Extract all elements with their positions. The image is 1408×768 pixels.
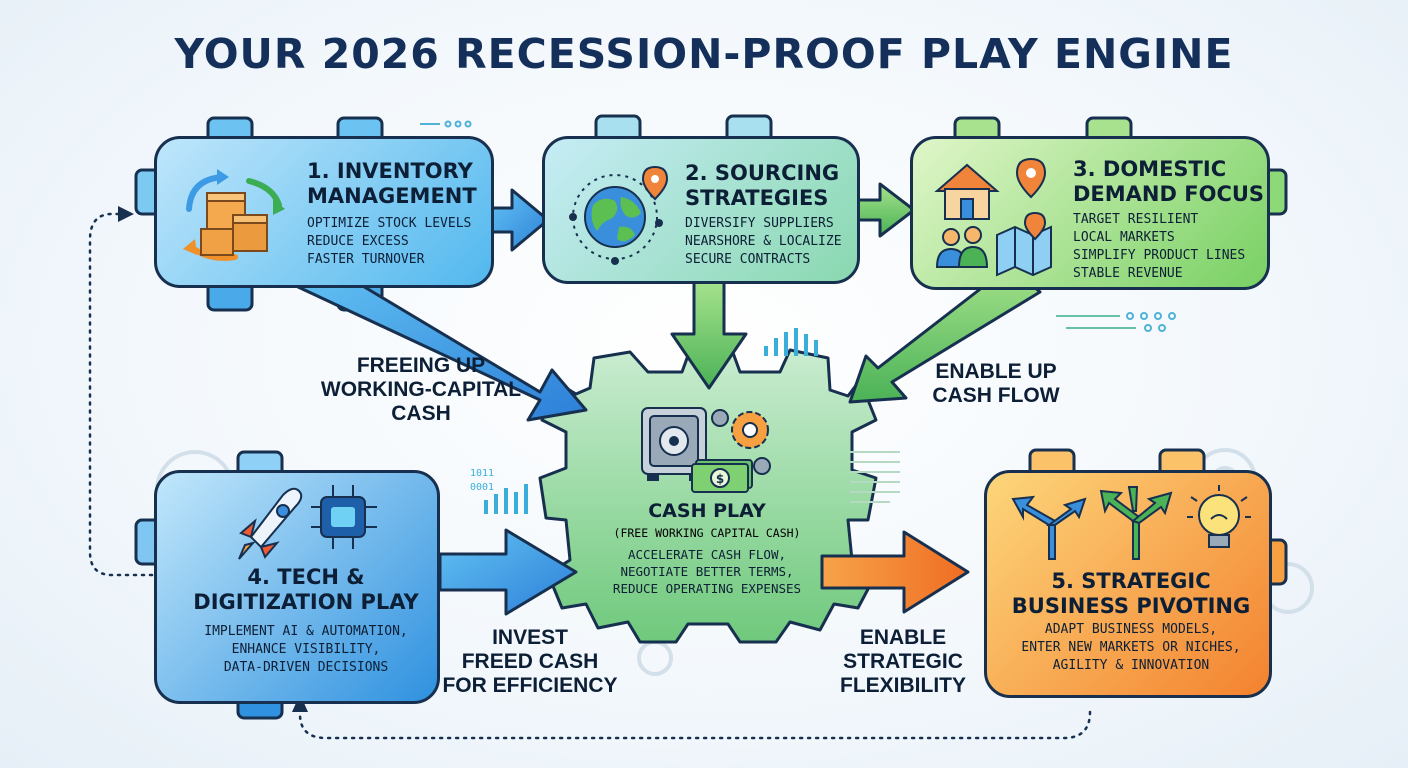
pivot-item: ENTER NEW MARKETS OR NICHES, — [1021, 640, 1241, 655]
card-sourcing-strategies: 2. SOURCING STRATEGIES DIVERSIFY SUPPLIE… — [542, 136, 860, 284]
inventory-items: OPTIMIZE STOCK LEVELS REDUCE EXCESS FAST… — [307, 215, 471, 269]
split-arrows-icon — [1011, 486, 1173, 560]
tech-items: IMPLEMENT AI & AUTOMATION, ENHANCE VISIB… — [181, 623, 431, 677]
safe-icon — [641, 407, 707, 481]
lightbulb-icon — [1187, 485, 1251, 548]
loop-arrowhead-left — [118, 206, 134, 222]
inventory-item: REDUCE EXCESS — [307, 234, 409, 249]
inventory-heading-line2: MANAGEMENT — [307, 184, 477, 208]
flow-label-line: CASH FLOW — [932, 384, 1060, 407]
flow-label-freeing-cash: FREEING UP WORKING-CAPITAL CASH — [296, 354, 546, 426]
map-icon — [996, 211, 1052, 277]
flow-label-strategic-flexibility: ENABLE STRATEGIC FLEXIBILITY — [818, 626, 988, 698]
cash-subheading: (FREE WORKING CAPITAL CASH) — [613, 526, 801, 540]
card-domestic-demand-focus: 3. DOMESTIC DEMAND FOCUS TARGET RESILIEN… — [910, 136, 1270, 290]
location-pin-icon — [641, 165, 669, 201]
tech-heading-line1: 4. TECH & — [247, 565, 365, 589]
pivot-heading-line2: BUSINESS PIVOTING — [1011, 594, 1251, 618]
inventory-item: OPTIMIZE STOCK LEVELS — [307, 216, 472, 231]
svg-text:$: $ — [716, 472, 724, 486]
flow-label-line: WORKING-CAPITAL — [320, 378, 522, 401]
domestic-icon-group — [934, 157, 1052, 277]
sourcing-heading-line1: 2. SOURCING — [685, 161, 840, 185]
pivot-items: ADAPT BUSINESS MODELS, ENTER NEW MARKETS… — [997, 621, 1265, 675]
tech-item: IMPLEMENT AI & AUTOMATION, — [204, 624, 408, 639]
domestic-heading-line1: 3. DOMESTIC — [1073, 157, 1227, 181]
pivot-item: ADAPT BUSINESS MODELS, — [1044, 622, 1218, 637]
tech-item: DATA-DRIVEN DECISIONS — [223, 660, 389, 675]
cash-items: ACCELERATE CASH FLOW, NEGOTIATE BETTER T… — [576, 546, 838, 597]
sourcing-item: DIVERSIFY SUPPLIERS — [685, 216, 834, 231]
chip-icon — [311, 485, 377, 549]
domestic-item: TARGET RESILIENT — [1073, 212, 1199, 227]
sourcing-items: DIVERSIFY SUPPLIERS NEARSHORE & LOCALIZE… — [685, 215, 842, 269]
page-title: YOUR 2026 RECESSION-PROOF PLAY ENGINE — [174, 30, 1234, 78]
gear-icon — [711, 409, 771, 475]
pivot-item: AGILITY & INNOVATION — [1052, 658, 1210, 673]
sourcing-icon-group — [569, 165, 669, 265]
inventory-heading-line1: 1. INVENTORY — [307, 159, 473, 183]
flow-label-line: ENABLE — [859, 626, 947, 649]
cash-heading: CASH PLAY — [648, 500, 766, 522]
cash-item: ACCELERATE CASH FLOW, — [627, 547, 787, 562]
bar-decor — [484, 328, 818, 514]
tech-heading-line2: DIGITIZATION PLAY — [193, 590, 419, 614]
card-cash-play: $ CASH PLAY (FREE WORKING CAPITAL CASH) … — [576, 400, 838, 610]
money-icon: $ — [691, 459, 753, 493]
sourcing-item: NEARSHORE & LOCALIZE — [685, 234, 842, 249]
flow-label-line: STRATEGIC — [843, 650, 963, 673]
flow-label-line: FREEING UP — [356, 354, 486, 377]
tech-item: ENHANCE VISIBILITY, — [231, 642, 381, 657]
pivot-heading-line1: 5. STRATEGIC — [1051, 569, 1211, 593]
domestic-heading-line2: DEMAND FOCUS — [1073, 182, 1265, 206]
boxes-icon — [200, 192, 268, 256]
card-strategic-pivoting: 5. STRATEGIC BUSINESS PIVOTING ADAPT BUS… — [984, 470, 1272, 698]
cash-gear-shape — [538, 348, 878, 644]
inventory-icon-group — [183, 169, 285, 261]
domestic-item: LOCAL MARKETS — [1073, 230, 1175, 245]
domestic-items: TARGET RESILIENT LOCAL MARKETS SIMPLIFY … — [1073, 211, 1245, 283]
tech-icon-group — [238, 485, 377, 560]
flow-label-line: CASH — [391, 402, 451, 425]
decor-dots — [420, 120, 1176, 503]
card-tech-digitization: 4. TECH & DIGITIZATION PLAY IMPLEMENT AI… — [154, 470, 440, 704]
feedback-loop — [88, 212, 1092, 740]
sourcing-heading-line2: STRATEGIES — [685, 186, 829, 210]
globe-icon — [584, 186, 646, 248]
pivot-icon-group — [1011, 485, 1251, 560]
flow-label-line: FLEXIBILITY — [840, 674, 966, 697]
location-pin-icon — [1015, 157, 1047, 199]
domestic-item: STABLE REVENUE — [1073, 266, 1183, 281]
cash-item: NEGOTIATE BETTER TERMS, — [620, 564, 794, 579]
house-icon — [934, 163, 1000, 220]
binary-decor-1: 1011 — [470, 468, 494, 479]
card-inventory-management: 1. INVENTORY MANAGEMENT OPTIMIZE STOCK L… — [154, 136, 494, 288]
binary-decor-2: 0001 — [470, 482, 494, 493]
sourcing-item: SECURE CONTRACTS — [685, 252, 811, 267]
flow-label-invest-freed-cash: INVEST FREED CASH FOR EFFICIENCY — [430, 626, 630, 698]
flow-label-line: INVEST — [492, 626, 568, 649]
flow-label-enable-cash-flow: ENABLE UP CASH FLOW — [896, 360, 1096, 408]
cash-icon-group: $ — [641, 407, 771, 493]
flow-arrows — [294, 182, 1042, 616]
flow-label-line: FREED CASH — [461, 650, 599, 673]
people-icon — [935, 226, 989, 268]
rocket-icon — [238, 487, 303, 560]
flow-label-line: FOR EFFICIENCY — [442, 674, 618, 697]
flow-label-line: ENABLE UP — [935, 360, 1057, 383]
cash-item: REDUCE OPERATING EXPENSES — [612, 581, 802, 596]
inventory-item: FASTER TURNOVER — [307, 252, 425, 267]
domestic-item: SIMPLIFY PRODUCT LINES — [1073, 248, 1246, 263]
